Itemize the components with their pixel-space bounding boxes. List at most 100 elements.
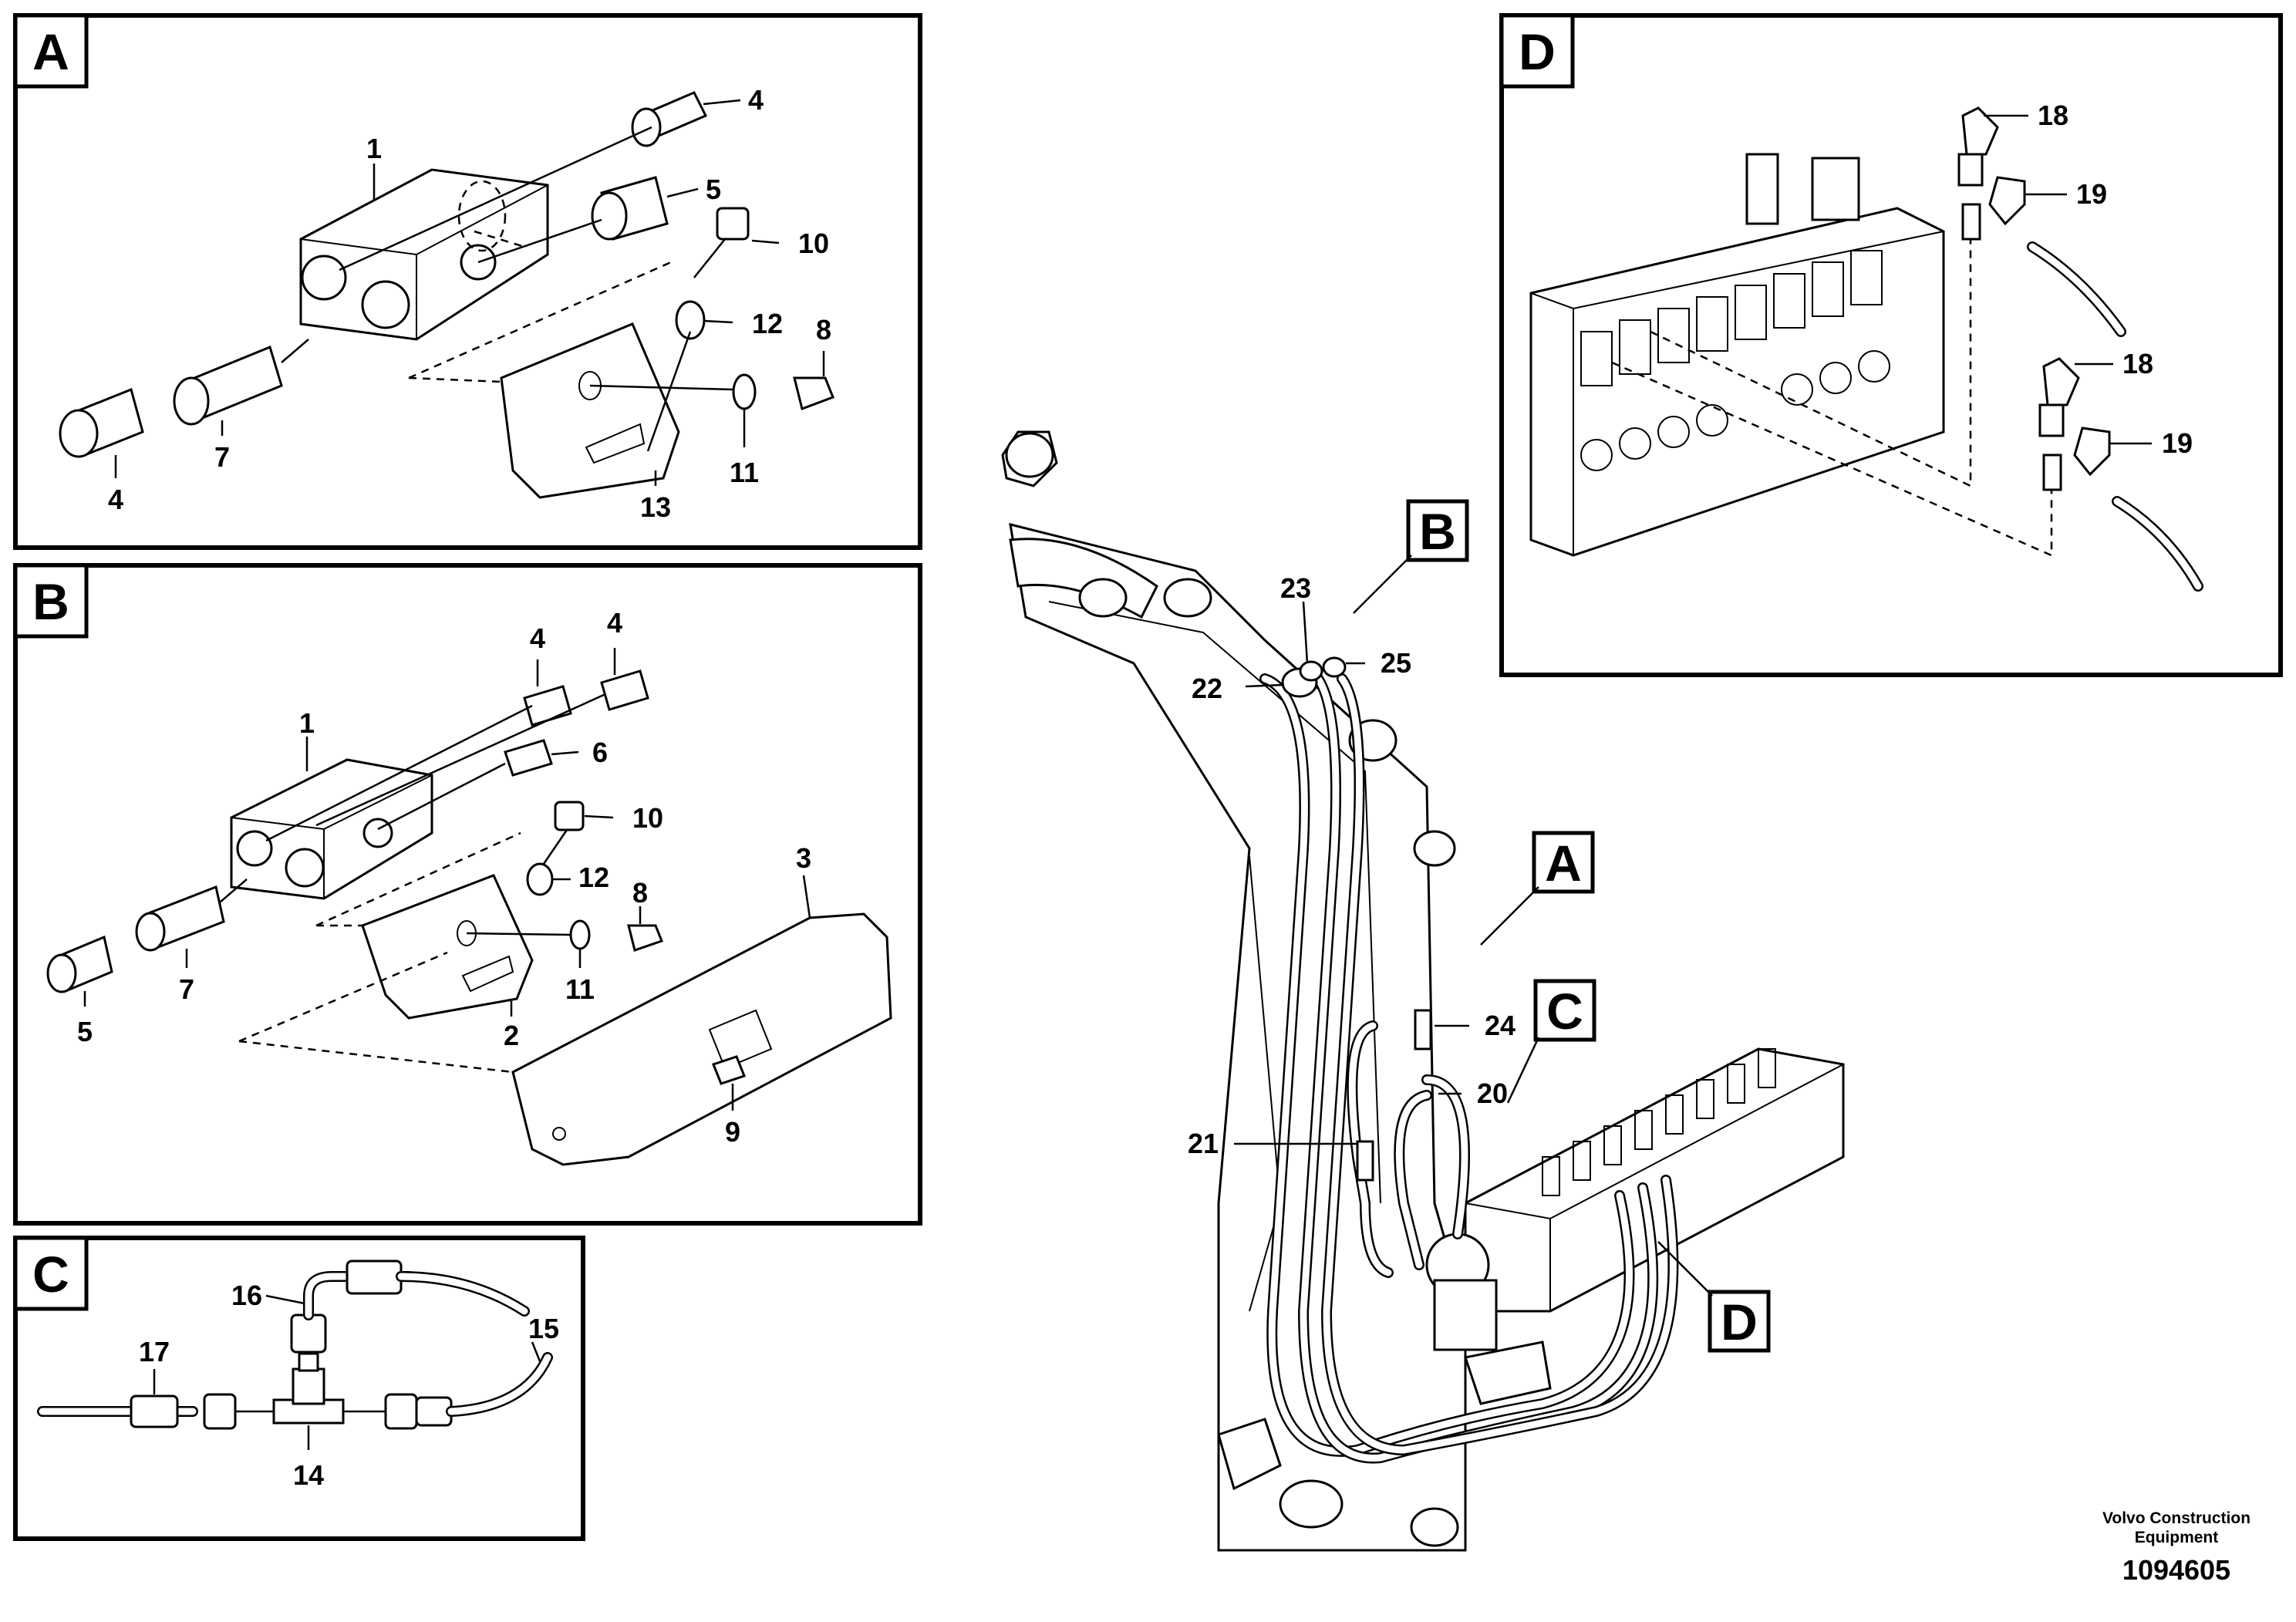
fitting-4-b-right xyxy=(600,669,649,711)
fitting-19-bottom xyxy=(2073,427,2203,592)
fitting-4-top xyxy=(631,91,708,147)
panel-c-frame xyxy=(13,1236,585,1541)
panel-d-frame xyxy=(1499,13,2283,677)
label-a-8: 8 xyxy=(816,314,831,346)
label-b-8: 8 xyxy=(632,877,648,909)
panel-b-frame xyxy=(13,563,922,1226)
callout-a: A xyxy=(1545,835,1582,892)
washer-12-b xyxy=(526,862,554,896)
fitting-23 xyxy=(1299,660,1323,682)
credit-line-1: Volvo Construction xyxy=(2102,1509,2250,1527)
panel-d-tag-box xyxy=(1499,13,1575,89)
label-c-14: 14 xyxy=(293,1459,324,1491)
label-b-2: 2 xyxy=(504,1020,519,1051)
panel-a-frame xyxy=(13,13,922,550)
label-a-5: 5 xyxy=(706,174,721,205)
label-main-22: 22 xyxy=(1192,673,1222,704)
fitting-7 xyxy=(173,345,283,426)
fitting-5-b xyxy=(46,935,113,993)
callout-c: C xyxy=(1546,983,1583,1040)
document-number: 1094605 xyxy=(2122,1554,2230,1586)
label-c-17: 17 xyxy=(139,1336,170,1367)
label-d-18-bottom: 18 xyxy=(2122,348,2153,379)
label-b-6: 6 xyxy=(592,737,608,768)
callout-a-box xyxy=(1532,831,1595,894)
fitting-4-bottom xyxy=(59,387,144,458)
fitting-7-b xyxy=(135,885,225,952)
control-valve-bank xyxy=(1529,153,1945,557)
panel-a: A xyxy=(13,13,922,550)
valve-block-a xyxy=(299,168,549,341)
label-b-1: 1 xyxy=(299,707,315,739)
bracket-13 xyxy=(500,322,680,499)
bolt-10-b xyxy=(542,801,585,865)
panel-b-tag: B xyxy=(32,573,69,630)
panel-a-tag: A xyxy=(32,23,69,80)
hose-17 xyxy=(37,1393,237,1430)
callout-d: D xyxy=(1721,1293,1758,1351)
panel-d: D xyxy=(1499,13,2283,677)
label-b-10: 10 xyxy=(632,802,663,834)
fitting-25 xyxy=(1322,656,1347,678)
bolt-9 xyxy=(712,1055,746,1085)
label-b-11: 11 xyxy=(565,973,595,1005)
callout-d-box xyxy=(1708,1290,1771,1353)
label-a-12: 12 xyxy=(752,308,783,339)
washer-11-b xyxy=(569,919,591,950)
label-main-25: 25 xyxy=(1381,647,1411,679)
label-b-7: 7 xyxy=(179,973,194,1005)
fitting-18-bottom xyxy=(2038,357,2080,491)
panel-b-tag-box xyxy=(13,563,89,639)
panel-d-tag: D xyxy=(1519,23,1556,80)
tee-14 xyxy=(272,1352,345,1425)
label-a-4-top: 4 xyxy=(748,84,764,116)
label-b-5: 5 xyxy=(77,1016,93,1047)
label-main-24: 24 xyxy=(1485,1010,1515,1041)
panel-c-tag: C xyxy=(32,1246,69,1303)
label-b-12: 12 xyxy=(578,862,609,893)
footer: Volvo Construction Equipment 1094605 xyxy=(2102,1509,2250,1586)
label-b-3: 3 xyxy=(796,842,811,874)
bolt-8-a xyxy=(793,376,834,410)
label-a-4-bottom: 4 xyxy=(108,484,123,515)
label-a-10: 10 xyxy=(798,228,829,259)
credit-line-2: Equipment xyxy=(2135,1529,2219,1546)
callout-b-box xyxy=(1406,499,1469,562)
fitting-6 xyxy=(504,739,553,777)
callout-b: B xyxy=(1419,503,1456,560)
label-b-4-right: 4 xyxy=(607,607,622,639)
label-a-1: 1 xyxy=(366,133,382,164)
elbow-16 xyxy=(290,1259,530,1354)
label-main-23: 23 xyxy=(1280,572,1311,604)
bracket-2 xyxy=(361,874,534,1020)
bolt-8-b xyxy=(627,924,663,952)
panel-c-tag-box xyxy=(13,1236,89,1311)
callout-c-box xyxy=(1533,979,1596,1042)
label-b-9: 9 xyxy=(725,1116,740,1148)
label-a-7: 7 xyxy=(214,441,230,473)
main-control-valve xyxy=(1425,1047,1845,1405)
fitting-24 xyxy=(1414,1009,1432,1050)
fitting-18-top xyxy=(1957,106,1999,241)
panel-b: B xyxy=(13,563,922,1226)
label-a-11: 11 xyxy=(730,457,759,488)
label-c-16: 16 xyxy=(231,1280,262,1311)
label-d-19-top: 19 xyxy=(2076,178,2107,210)
main-assembly: B A C D 23 22 25 24 20 21 xyxy=(1001,430,1845,1552)
bolt-10-a xyxy=(693,207,750,278)
label-a-13: 13 xyxy=(640,491,671,523)
label-main-20: 20 xyxy=(1477,1077,1508,1109)
label-b-4-left: 4 xyxy=(530,622,545,654)
label-main-21: 21 xyxy=(1188,1128,1219,1159)
fitting-21 xyxy=(1356,1140,1374,1182)
boom xyxy=(1001,430,1467,1552)
cover-3 xyxy=(511,912,892,1166)
label-d-18-top: 18 xyxy=(2038,99,2068,131)
valve-block-b xyxy=(230,758,433,900)
label-c-15: 15 xyxy=(528,1313,559,1344)
panel-a-tag-box xyxy=(13,13,89,89)
fitting-5 xyxy=(591,176,669,241)
hose-bundle xyxy=(1259,666,1679,1464)
panel-c: C 16 17 xyxy=(13,1236,585,1541)
